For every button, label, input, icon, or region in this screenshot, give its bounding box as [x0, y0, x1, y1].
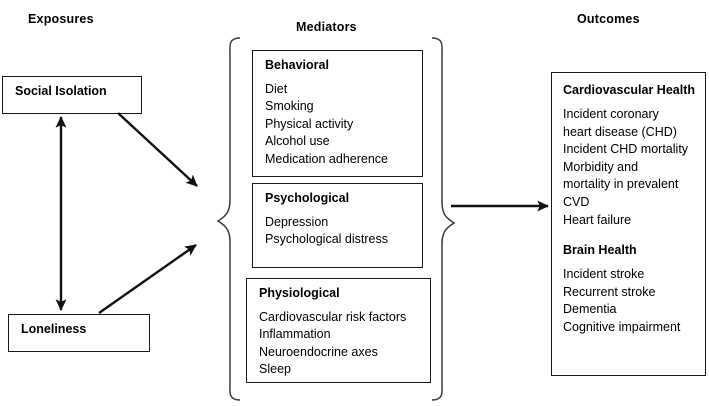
outcome-item: Incident coronary	[563, 107, 659, 121]
mediator-item: Smoking	[265, 99, 314, 114]
arrow-loneliness-to-mediators	[98, 244, 197, 314]
mediator-item: Diet	[265, 82, 288, 96]
left-brace-mediators	[216, 37, 241, 401]
mediator-item: Neuroendocrine axes	[259, 344, 378, 359]
outcome-item: mortality in prevalent	[563, 177, 679, 192]
column-header-outcomes: Outcomes	[577, 12, 640, 26]
column-header-exposures: Exposures	[28, 12, 94, 26]
outcome-item: heart disease (CHD)	[563, 124, 677, 139]
exposure-label-loneliness: Loneliness	[21, 322, 87, 336]
outcome-item: Morbidity and	[563, 159, 639, 174]
mediator-item: Inflammation	[259, 327, 331, 342]
mediator-item: Sleep	[259, 362, 291, 377]
outcome-item: Recurrent stroke	[563, 284, 656, 299]
mediator-title-behavioral: Behavioral	[265, 58, 329, 72]
exposure-box-loneliness: Loneliness	[8, 314, 150, 352]
outcome-title-brain-health: Brain Health	[563, 243, 637, 258]
exposure-label-social-isolation: Social Isolation	[15, 84, 107, 98]
mediator-item: Depression	[265, 215, 329, 229]
mediator-item: Alcohol use	[265, 134, 330, 149]
exposure-box-social-isolation: Social Isolation	[2, 76, 142, 114]
mediator-box-behavioral: Behavioral Diet Smoking Physical activit…	[252, 50, 423, 177]
outcome-title-cardiovascular-health: Cardiovascular Health	[563, 83, 695, 97]
outcome-item: CVD	[563, 194, 590, 209]
outcomes-box: Cardiovascular Health Incident coronary …	[551, 72, 706, 376]
mediator-box-psychological: Psychological Depression Psychological d…	[252, 183, 423, 268]
mediator-item: Medication adherence	[265, 151, 388, 166]
mediator-item: Cardiovascular risk factors	[259, 310, 407, 324]
mediator-item: Physical activity	[265, 116, 354, 131]
mediator-title-physiological: Physiological	[259, 286, 340, 300]
outcome-section-spacer	[563, 229, 705, 242]
arrow-social-isolation-to-mediators	[117, 112, 198, 187]
right-brace-mediators	[431, 37, 456, 401]
mediator-box-physiological: Physiological Cardiovascular risk factor…	[246, 278, 431, 383]
mediator-item: Psychological distress	[265, 232, 388, 247]
column-header-mediators: Mediators	[296, 20, 357, 34]
outcome-item: Incident stroke	[563, 267, 645, 282]
outcome-item: Cognitive impairment	[563, 319, 681, 334]
outcome-item: Incident CHD mortality	[563, 142, 689, 157]
mediator-title-psychological: Psychological	[265, 191, 350, 205]
outcome-item: Dementia	[563, 302, 617, 317]
outcome-item: Heart failure	[563, 212, 632, 227]
